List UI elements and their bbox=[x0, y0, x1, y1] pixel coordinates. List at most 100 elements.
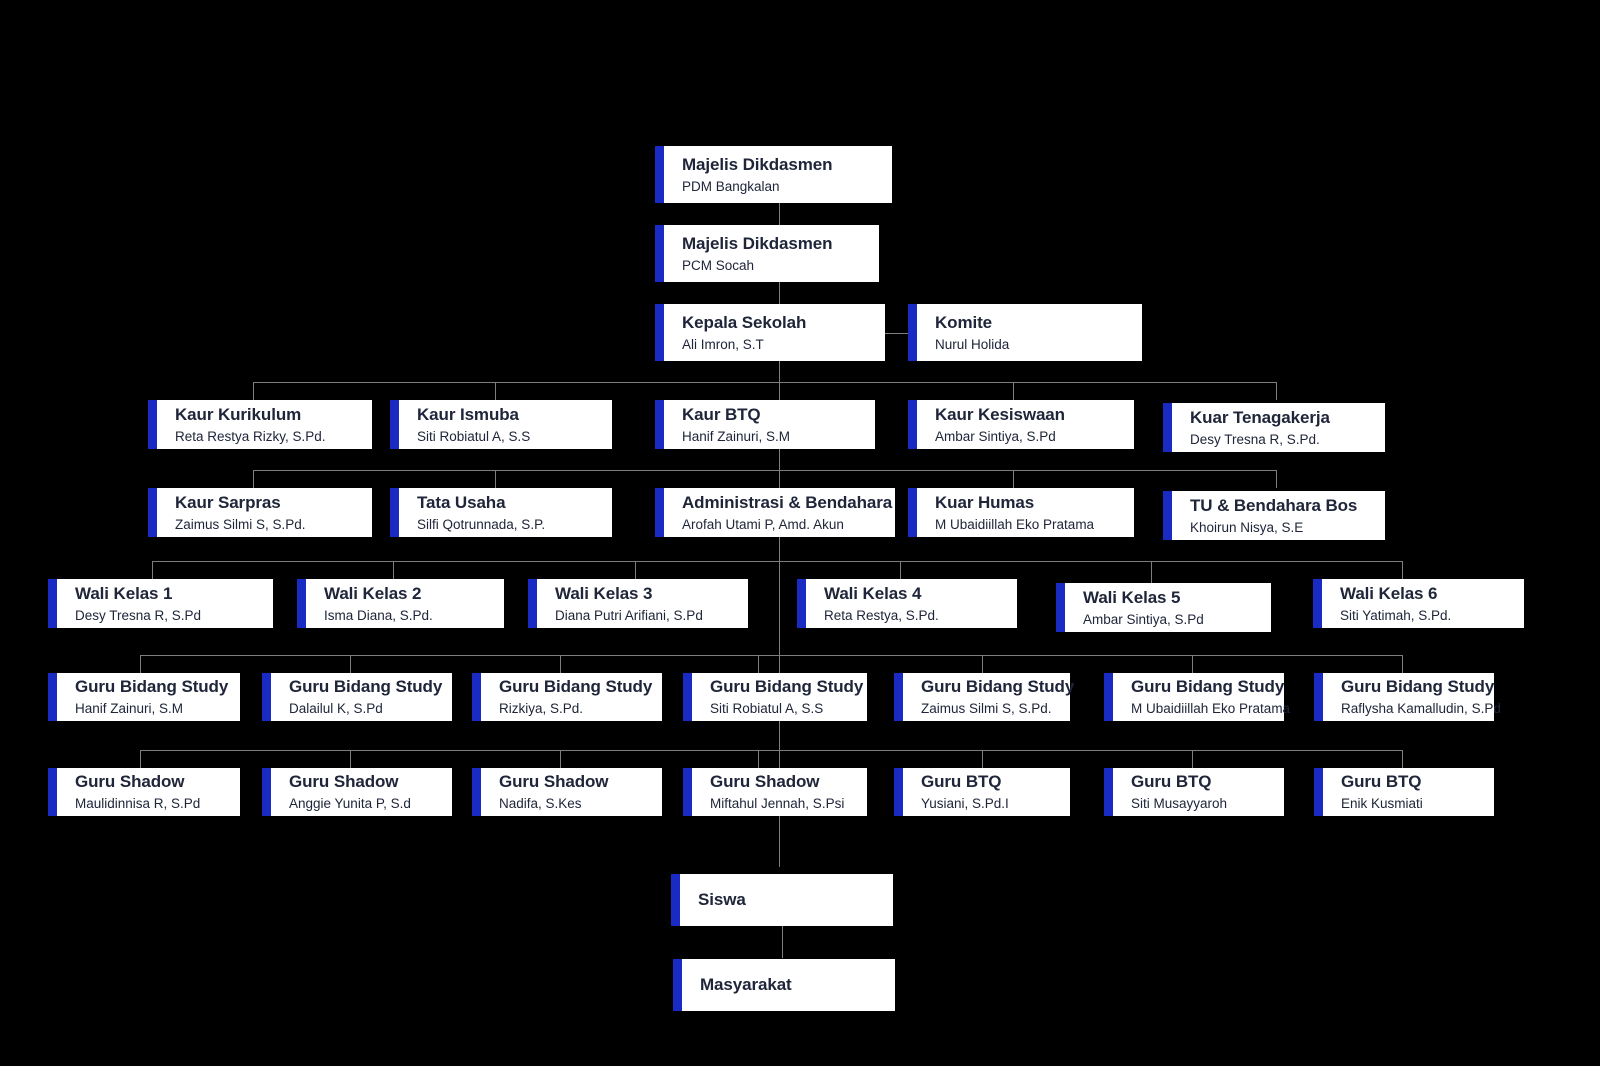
node-kaur-kurikulum[interactable]: Kaur Kurikulum Reta Restya Rizky, S.Pd. bbox=[148, 400, 372, 449]
node-wali-kelas-3[interactable]: Wali Kelas 3 Diana Putri Arifiani, S.Pd bbox=[528, 579, 748, 628]
node-subtitle: Rizkiya, S.Pd. bbox=[499, 701, 584, 717]
node-title: Guru Bidang Study bbox=[289, 677, 443, 697]
connector-drop-sarpras bbox=[253, 470, 254, 488]
node-wali-kelas-4[interactable]: Wali Kelas 4 Reta Restya, S.Pd. bbox=[797, 579, 1017, 628]
node-subtitle: Hanif Zainuri, S.M bbox=[682, 428, 791, 444]
node-subtitle: Desy Tresna R, S.Pd. bbox=[1190, 431, 1320, 447]
node-kuar-tenagakerja[interactable]: Kuar Tenagakerja Desy Tresna R, S.Pd. bbox=[1163, 403, 1385, 452]
connector-drop-gbs3 bbox=[560, 655, 561, 673]
node-subtitle: Zaimus Silmi S, S.Pd. bbox=[921, 701, 1052, 717]
node-subtitle: Diana Putri Arifiani, S.Pd bbox=[555, 607, 703, 623]
node-subtitle: Reta Restya, S.Pd. bbox=[824, 607, 939, 623]
node-guru-shadow-2[interactable]: Guru Shadow Anggie Yunita P, S.d bbox=[262, 768, 452, 816]
node-title: Guru Bidang Study bbox=[1341, 677, 1495, 697]
node-subtitle: Arofah Utami P, Amd. Akun bbox=[682, 516, 844, 532]
node-title: Kaur Kurikulum bbox=[175, 404, 302, 424]
node-subtitle: Reta Restya Rizky, S.Pd. bbox=[175, 428, 326, 444]
node-title: Kaur Kesiswaan bbox=[935, 404, 1065, 424]
node-title: Majelis Dikdasmen bbox=[682, 154, 833, 174]
node-title: Guru Shadow bbox=[75, 772, 185, 792]
node-subtitle: Nurul Holida bbox=[935, 336, 1010, 352]
node-title: Guru Shadow bbox=[710, 772, 820, 792]
connector-drop-wali6 bbox=[1402, 561, 1403, 579]
connector-drop-tatausaha bbox=[495, 470, 496, 488]
node-masyarakat[interactable]: Masyarakat bbox=[673, 959, 895, 1011]
connector-drop-wali5 bbox=[1151, 561, 1152, 583]
node-title: Wali Kelas 6 bbox=[1340, 583, 1438, 603]
connector-pcm-kepala bbox=[779, 281, 780, 304]
node-wali-kelas-5[interactable]: Wali Kelas 5 Ambar Sintiya, S.Pd bbox=[1056, 583, 1271, 632]
node-subtitle: Raflysha Kamalludin, S.Pd bbox=[1341, 701, 1501, 717]
node-guru-bidang-study-5[interactable]: Guru Bidang Study Zaimus Silmi S, S.Pd. bbox=[894, 673, 1074, 721]
node-title: Guru Bidang Study bbox=[499, 677, 653, 697]
node-title: Kuar Tenagakerja bbox=[1190, 407, 1330, 427]
node-title: Majelis Dikdasmen bbox=[682, 233, 833, 253]
node-subtitle: Ali Imron, S.T bbox=[682, 336, 764, 352]
node-subtitle: Hanif Zainuri, S.M bbox=[75, 701, 184, 717]
node-subtitle: Siti Musayyaroh bbox=[1131, 796, 1228, 812]
node-title: Guru BTQ bbox=[921, 772, 1002, 792]
node-title: Guru Bidang Study bbox=[710, 677, 864, 697]
node-guru-shadow-4[interactable]: Guru Shadow Miftahul Jennah, S.Psi bbox=[683, 768, 867, 816]
node-title: Wali Kelas 1 bbox=[75, 583, 173, 603]
node-majelis-dikdasmen-pcm[interactable]: Majelis Dikdasmen PCM Socah bbox=[655, 225, 879, 282]
node-tata-usaha[interactable]: Tata Usaha Silfi Qotrunnada, S.P. bbox=[390, 488, 612, 537]
node-guru-btq-2[interactable]: Guru BTQ Siti Musayyaroh bbox=[1104, 768, 1284, 816]
connector-drop-wali2 bbox=[393, 561, 394, 579]
connector-siswa-masyarakat bbox=[782, 926, 783, 958]
connector-kepala-komite bbox=[884, 333, 908, 334]
node-title: Wali Kelas 3 bbox=[555, 583, 653, 603]
connector-wali-bus bbox=[152, 561, 1402, 562]
connector-drop-sh2 bbox=[350, 750, 351, 768]
node-title: Kaur Ismuba bbox=[417, 404, 519, 424]
node-subtitle: Maulidinnisa R, S.Pd bbox=[75, 796, 201, 812]
connector-drop-wali1 bbox=[152, 561, 153, 579]
node-subtitle: Dalailul K, S.Pd bbox=[289, 701, 383, 717]
node-siswa[interactable]: Siswa bbox=[671, 874, 893, 926]
connector-drop-kesiswaan bbox=[1013, 382, 1014, 400]
node-majelis-dikdasmen-pdm[interactable]: Majelis Dikdasmen PDM Bangkalan bbox=[655, 146, 892, 203]
node-komite[interactable]: Komite Nurul Holida bbox=[908, 304, 1142, 361]
node-guru-bidang-study-3[interactable]: Guru Bidang Study Rizkiya, S.Pd. bbox=[472, 673, 662, 721]
node-guru-bidang-study-4[interactable]: Guru Bidang Study Siti Robiatul A, S.S bbox=[683, 673, 867, 721]
connector-drop-administrasi bbox=[779, 470, 780, 488]
connector-drop-gbs7 bbox=[1402, 655, 1403, 673]
node-wali-kelas-2[interactable]: Wali Kelas 2 Isma Diana, S.Pd. bbox=[297, 579, 504, 628]
node-guru-bidang-study-6[interactable]: Guru Bidang Study M Ubaidiillah Eko Prat… bbox=[1104, 673, 1290, 721]
node-kepala-sekolah[interactable]: Kepala Sekolah Ali Imron, S.T bbox=[655, 304, 885, 361]
node-guru-bidang-study-1[interactable]: Guru Bidang Study Hanif Zainuri, S.M bbox=[48, 673, 240, 721]
node-subtitle: Yusiani, S.Pd.I bbox=[921, 796, 1009, 812]
connector-kepala-down bbox=[779, 360, 780, 382]
node-kaur-ismuba[interactable]: Kaur Ismuba Siti Robiatul A, S.S bbox=[390, 400, 612, 449]
node-title: Guru BTQ bbox=[1341, 772, 1422, 792]
node-subtitle: PCM Socah bbox=[682, 257, 755, 273]
node-subtitle: Desy Tresna R, S.Pd bbox=[75, 607, 202, 623]
node-administrasi-bendahara[interactable]: Administrasi & Bendahara Arofah Utami P,… bbox=[655, 488, 895, 537]
connector-drop-gbs2 bbox=[350, 655, 351, 673]
connector-btq-down bbox=[779, 449, 780, 470]
node-guru-btq-1[interactable]: Guru BTQ Yusiani, S.Pd.I bbox=[894, 768, 1070, 816]
node-title: Komite bbox=[935, 312, 993, 332]
node-subtitle: Silfi Qotrunnada, S.P. bbox=[417, 516, 546, 532]
node-kuar-humas[interactable]: Kuar Humas M Ubaidiillah Eko Pratama bbox=[908, 488, 1134, 537]
connector-drop-sh1 bbox=[140, 750, 141, 768]
connector-drop-sh3 bbox=[560, 750, 561, 768]
connector-drop-btq3 bbox=[1402, 750, 1403, 768]
node-kaur-btq[interactable]: Kaur BTQ Hanif Zainuri, S.M bbox=[655, 400, 875, 449]
node-kaur-kesiswaan[interactable]: Kaur Kesiswaan Ambar Sintiya, S.Pd bbox=[908, 400, 1134, 449]
node-guru-shadow-1[interactable]: Guru Shadow Maulidinnisa R, S.Pd bbox=[48, 768, 240, 816]
connector-drop-wali4 bbox=[900, 561, 901, 579]
node-guru-btq-3[interactable]: Guru BTQ Enik Kusmiati bbox=[1314, 768, 1494, 816]
node-subtitle: Nadifa, S.Kes bbox=[499, 796, 582, 812]
node-subtitle: Zaimus Silmi S, S.Pd. bbox=[175, 516, 306, 532]
node-wali-kelas-6[interactable]: Wali Kelas 6 Siti Yatimah, S.Pd. bbox=[1313, 579, 1524, 628]
node-tu-bendahara-bos[interactable]: TU & Bendahara Bos Khoirun Nisya, S.E bbox=[1163, 491, 1385, 540]
node-guru-shadow-3[interactable]: Guru Shadow Nadifa, S.Kes bbox=[472, 768, 662, 816]
node-title: Tata Usaha bbox=[417, 492, 506, 512]
connector-drop-humas bbox=[1013, 470, 1014, 488]
node-guru-bidang-study-2[interactable]: Guru Bidang Study Dalailul K, S.Pd bbox=[262, 673, 452, 721]
node-wali-kelas-1[interactable]: Wali Kelas 1 Desy Tresna R, S.Pd bbox=[48, 579, 273, 628]
node-guru-bidang-study-7[interactable]: Guru Bidang Study Raflysha Kamalludin, S… bbox=[1314, 673, 1501, 721]
connector-drop-btq2 bbox=[1192, 750, 1193, 768]
node-kaur-sarpras[interactable]: Kaur Sarpras Zaimus Silmi S, S.Pd. bbox=[148, 488, 372, 537]
